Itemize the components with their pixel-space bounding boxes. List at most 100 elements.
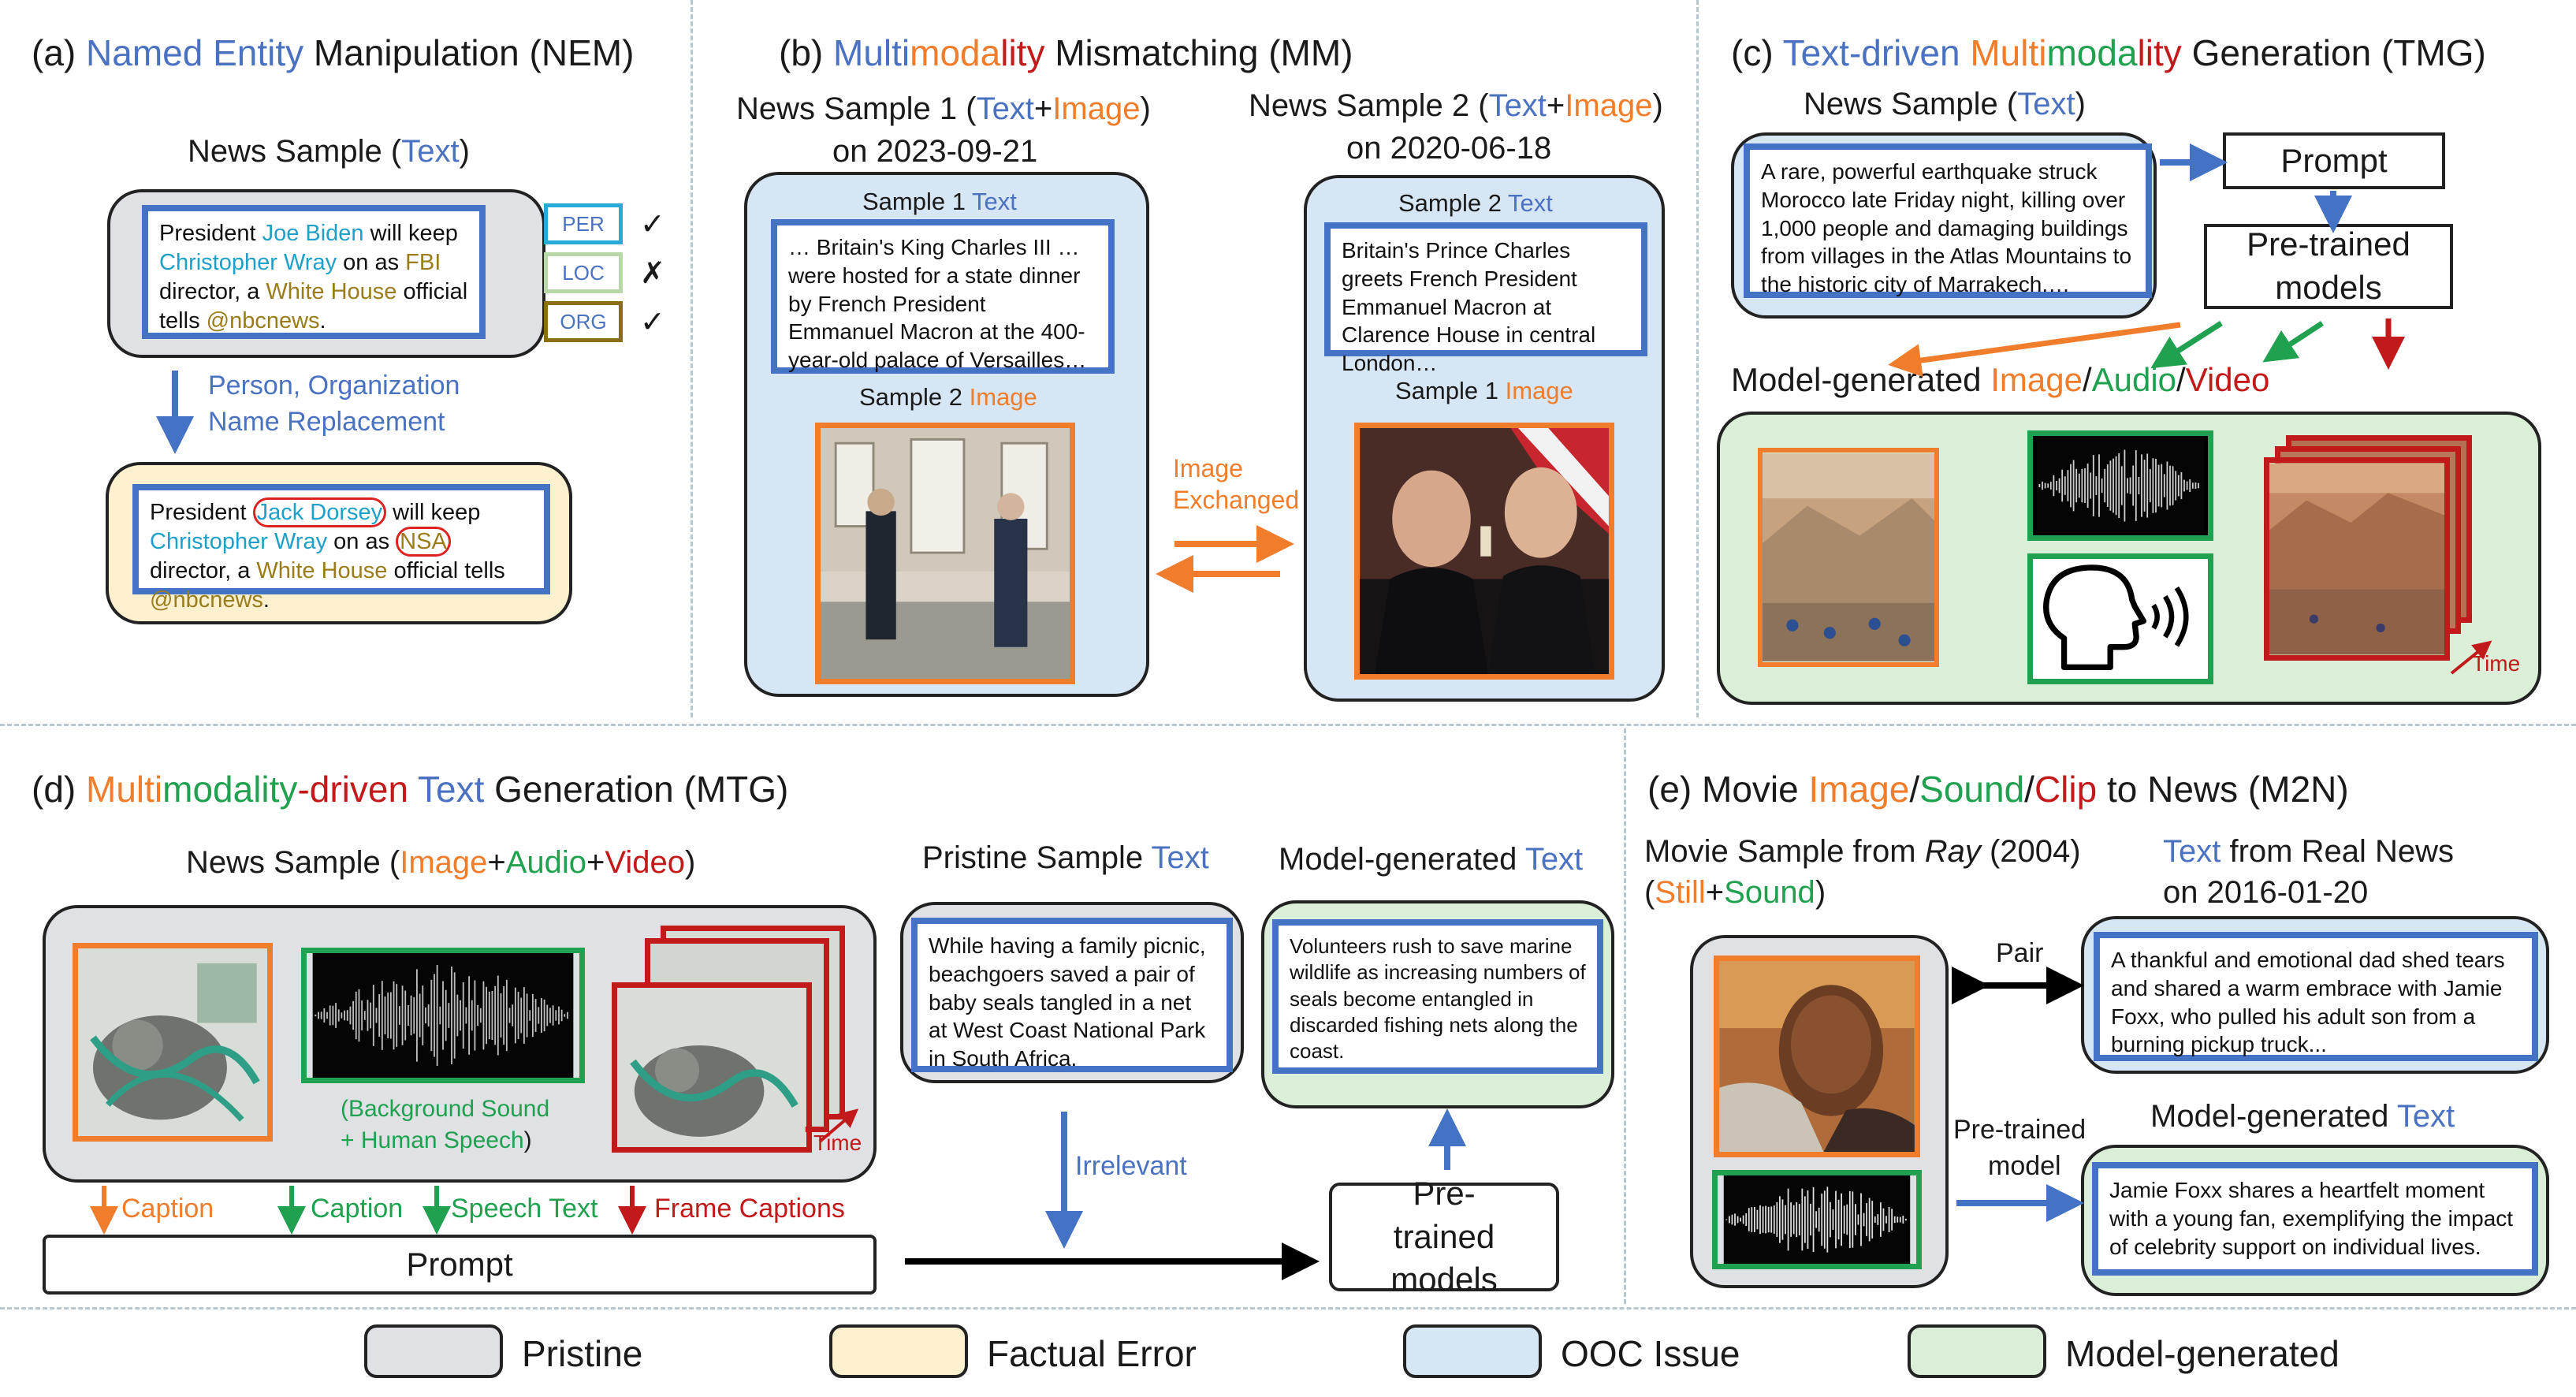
panel-e-title: (e) Movie Image/Sound/Clip to News (M2N)	[1647, 768, 2349, 810]
c-generated-image	[1758, 448, 1939, 667]
panel-a-title-highlight: Named Entity	[86, 32, 304, 73]
sample-heading-text-word: Text	[401, 134, 460, 169]
legend-label-factual: Factual Error	[987, 1333, 1197, 1374]
orig-t5: official tells	[159, 279, 468, 334]
panel-c-prompt-box: Prompt	[2223, 132, 2445, 189]
panel-b-title-moda: moda	[910, 32, 1001, 73]
e-movie-sound	[1712, 1170, 1922, 1269]
tag-per-mark: ✓	[640, 208, 665, 241]
c-generated-video	[2264, 457, 2450, 661]
card1-photo	[815, 423, 1075, 684]
panel-a-original-text: President Joe Biden will keep Christophe…	[142, 205, 486, 339]
palace-photo-icon	[821, 428, 1070, 679]
e-slash-2: /	[2024, 769, 2034, 810]
tag-per: PER	[544, 203, 623, 244]
panel-c-title-multi: Multi	[1970, 32, 2047, 73]
panel-c-news-text: A rare, powerful earthquake struck Moroc…	[1744, 143, 2152, 298]
s1-head: News Sample 1 (	[736, 91, 977, 126]
sample-heading-suffix: )	[459, 134, 470, 169]
panel-c-title-lity: lity	[2137, 32, 2182, 73]
panel-d-title-driven: -driven	[297, 769, 409, 810]
e-sub-close: )	[1815, 875, 1826, 910]
speech-close: )	[523, 1127, 532, 1153]
card2-text-label: Sample 2	[1398, 189, 1502, 217]
panel-a-label: (a)	[32, 32, 76, 73]
panel-a-title: (a) Named Entity Manipulation (NEM)	[32, 32, 634, 74]
d-time-label: Time	[813, 1131, 862, 1155]
panel-b-title-multi: Multi	[833, 32, 910, 73]
e-pretrained-label-2: model	[1988, 1151, 2061, 1181]
edit-t5: official tells	[387, 558, 505, 584]
d-pristine-head-1: Pristine Sample	[922, 840, 1144, 875]
s2-image-word: Image	[1565, 88, 1653, 123]
panel-d-sample-heading: News Sample (Image+Audio+Video)	[186, 845, 695, 881]
edit-entity-loc: White House	[256, 558, 388, 584]
c-sample-text-word: Text	[2017, 87, 2075, 121]
d-sample-suffix: )	[685, 845, 696, 880]
e-movie-head-1: Movie Sample from	[1644, 834, 1916, 869]
orig-entity-person-2: Christopher Wray	[159, 250, 337, 276]
d-sample-audio	[301, 948, 585, 1083]
orig-t4: director, a	[159, 279, 266, 305]
e-real-head-text: Text	[2163, 834, 2221, 869]
d-plus-1: +	[487, 845, 506, 880]
panel-d-title-text: Text	[418, 769, 485, 810]
seal-photo-icon	[78, 948, 267, 1136]
panel-e-title-clip: Clip	[2034, 769, 2098, 810]
panel-e-title-sound: Sound	[1919, 769, 2025, 810]
e-real-head-rest: from Real News	[2229, 834, 2454, 869]
divider-top-bottom	[0, 724, 2576, 726]
c-sample-suffix: )	[2075, 87, 2086, 121]
panel-c-title-moda: moda	[2046, 32, 2138, 73]
orig-entity-loc: White House	[266, 279, 397, 305]
rubble-video-icon	[2269, 463, 2444, 655]
card1-image-label: Sample 2	[859, 383, 962, 411]
s2-text-word: Text	[1488, 88, 1547, 123]
divider-legend	[0, 1307, 2576, 1309]
panel-c-sample-heading: News Sample (Text)	[1804, 87, 2086, 122]
e-gen-head-1: Model-generated	[2150, 1099, 2389, 1134]
e-sub-sound: Sound	[1724, 875, 1815, 910]
s2-head: News Sample 2 (	[1249, 88, 1489, 123]
legend-swatch-generated	[1908, 1324, 2046, 1378]
toast-photo-icon	[1360, 428, 1609, 674]
card2-text-word: Text	[1508, 189, 1553, 217]
legend-label-pristine: Pristine	[522, 1333, 643, 1374]
e-movie-subheading: (Still+Sound)	[1644, 875, 1826, 911]
legend-label-generated: Model-generated	[2065, 1333, 2340, 1374]
replacement-label-2: Name Replacement	[208, 407, 445, 437]
d-sample-audio-word: Audio	[505, 845, 587, 880]
c-image-arrow	[1888, 322, 2181, 377]
panel-d-title: (d) Multimodality-driven Text Generation…	[32, 768, 788, 810]
e-generated-text: Jamie Foxx shares a heartfelt moment wit…	[2092, 1162, 2538, 1276]
orig-t3: on as	[337, 250, 406, 276]
tag-loc: LOC	[544, 252, 623, 293]
panel-b-label: (b)	[779, 32, 824, 73]
c-generated-speech	[2027, 553, 2213, 684]
panel-b-sample2-date: on 2020-06-18	[1346, 131, 1552, 166]
e-sub-still: Still	[1655, 875, 1706, 910]
card2-photo	[1354, 423, 1614, 680]
d-time-arrow	[818, 1108, 859, 1143]
edit-t1: President	[150, 500, 253, 525]
d-gen-head-text: Text	[1524, 842, 1584, 877]
edit-t3: on as	[327, 529, 396, 555]
orig-t1: President	[159, 221, 262, 246]
panel-a-sample-heading: News Sample (Text)	[188, 134, 470, 170]
d-pretrained-box: Pre-trained models	[1329, 1175, 1559, 1298]
edit-entity-org-replaced: NSA	[396, 527, 451, 557]
s1-text-word: Text	[976, 91, 1034, 126]
panel-e-label: (e)	[1647, 769, 1692, 810]
tag-org: ORG	[544, 301, 623, 342]
s2-plus: +	[1546, 88, 1565, 123]
tag-org-mark: ✓	[640, 306, 665, 339]
e-movie-heading: Movie Sample from Ray (2004)	[1644, 834, 2081, 870]
card2-image-heading: Sample 1 Image	[1395, 377, 1573, 405]
orig-entity-org-2: @nbcnews	[206, 308, 320, 334]
panel-e-title-rest: to News (M2N)	[2106, 769, 2349, 810]
c-time-arrow	[2450, 640, 2492, 675]
s2-close: )	[1652, 88, 1663, 123]
movie-waveform-icon	[1723, 1175, 1911, 1264]
edit-t2: will keep	[386, 500, 481, 525]
